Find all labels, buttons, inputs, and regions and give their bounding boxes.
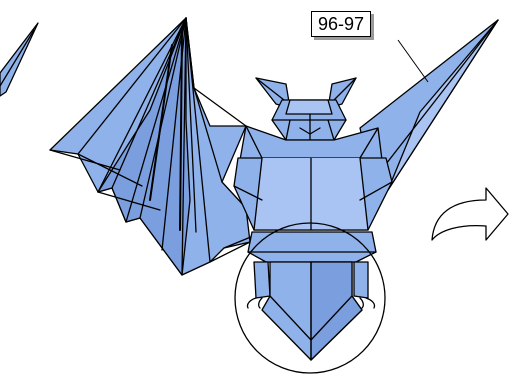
head	[272, 100, 346, 140]
curved-arrow-icon	[432, 188, 508, 240]
left-wing	[50, 18, 258, 275]
body	[234, 158, 392, 230]
step-label: 96-97	[311, 11, 371, 37]
tail	[262, 262, 362, 360]
partial-left-wing	[0, 23, 38, 96]
label-leader-line	[398, 40, 428, 82]
